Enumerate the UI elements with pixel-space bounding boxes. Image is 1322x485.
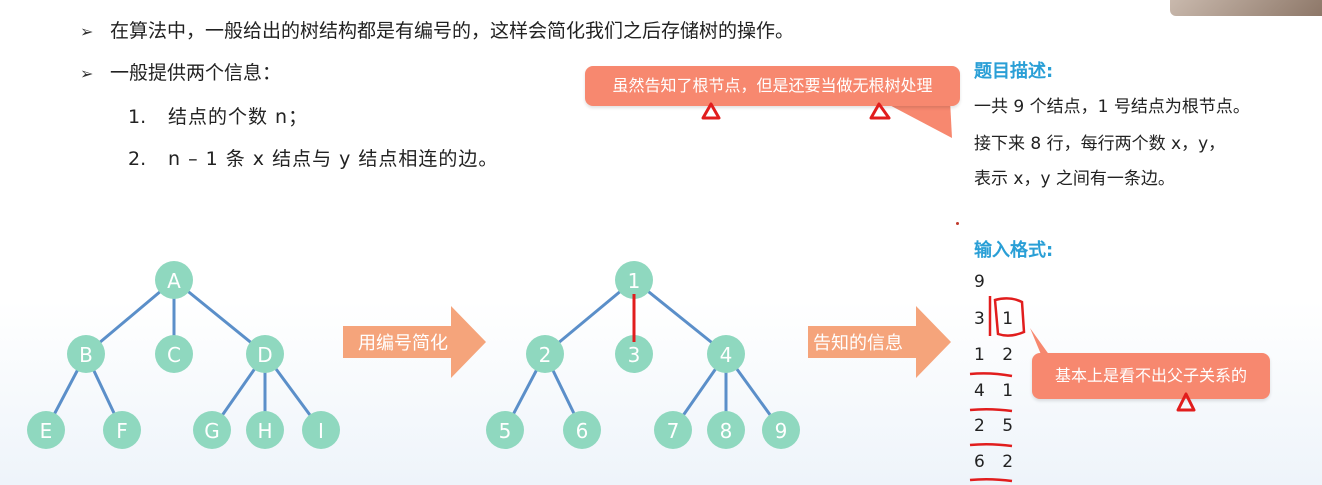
- top-callout-text: 虽然告知了根节点，但是还要当做无根树处理: [612, 76, 933, 95]
- tree-node: [27, 411, 65, 449]
- tree-node: [707, 335, 745, 373]
- tree-node-label: B: [79, 343, 93, 367]
- tree-node: [193, 411, 231, 449]
- tree-node-label: F: [116, 419, 128, 443]
- ink-marks-input: [969, 296, 1026, 483]
- number-tree: 1 2 3 4 5 6 7 8 9: [486, 261, 800, 449]
- tree-node: [762, 411, 800, 449]
- sub-item-number: 1.: [128, 106, 147, 128]
- input-line-6: 6 2: [974, 452, 1020, 472]
- tree-node-label: D: [257, 343, 272, 367]
- input-format-title: 输入格式:: [974, 240, 1054, 261]
- bullet-arrow-icon: ➢: [80, 64, 94, 83]
- tree-node-label: 9: [775, 419, 788, 443]
- bullet-arrow-icon: ➢: [80, 22, 94, 41]
- tree-node: [707, 411, 745, 449]
- tree-node: [246, 411, 284, 449]
- tree-node: [615, 335, 653, 373]
- problem-title: 题目描述:: [974, 61, 1054, 82]
- info-arrow: [808, 306, 951, 378]
- arrow-shape: [808, 306, 951, 378]
- tree-edge: [544, 278, 635, 356]
- tree-node-label: G: [204, 419, 220, 443]
- arrow-shape: [343, 306, 486, 378]
- tree-node-label: 7: [667, 419, 680, 443]
- tree-node: [246, 335, 284, 373]
- tree-node-label: C: [167, 343, 181, 367]
- ink-underline: [969, 477, 1013, 483]
- top-callout: 虽然告知了根节点，但是还要当做无根树处理: [585, 66, 960, 106]
- ink-triangle: [701, 102, 721, 120]
- tree-node-label: 2: [539, 343, 552, 367]
- right-callout-text: 基本上是看不出父子关系的: [1054, 366, 1247, 385]
- problem-line-3: 表示 x，y 之间有一条边。: [974, 169, 1175, 189]
- ink-marks-top: [701, 102, 891, 120]
- tree-node-label: 6: [576, 419, 589, 443]
- tree-node: [486, 411, 524, 449]
- info-arrow-label: 告知的信息: [813, 333, 903, 354]
- problem-line-1: 一共 9 个结点，1 号结点为根节点。: [974, 97, 1250, 117]
- tree-node-label: A: [167, 269, 181, 293]
- input-line-3: 1 2: [974, 345, 1020, 365]
- bullet-item-1: ➢ 在算法中，一般给出的树结构都是有编号的，这样会简化我们之后存储树的操作。: [80, 22, 794, 41]
- ink-triangle: [1176, 392, 1196, 412]
- ink-underline: [969, 372, 1013, 378]
- tree-node-label: 8: [720, 419, 733, 443]
- tree-node: [103, 411, 141, 449]
- webcam-preview: [1170, 0, 1322, 16]
- tree-node: [654, 411, 692, 449]
- bullet-item-2: ➢ 一般提供两个信息：: [80, 64, 281, 83]
- input-line-4: 4 1: [974, 381, 1020, 401]
- ink-underline: [969, 407, 1013, 413]
- ink-marks-right: [1176, 392, 1196, 412]
- bullet-text: 在算法中，一般给出的树结构都是有编号的，这样会简化我们之后存储树的操作。: [110, 20, 795, 42]
- tree-node: [155, 335, 193, 373]
- ink-underline: [969, 442, 1013, 448]
- problem-line-2: 接下来 8 行，每行两个数 x，y，: [974, 134, 1226, 154]
- tree-edge: [633, 278, 727, 356]
- sub-item-1: 1. 结点的个数 n；: [128, 102, 308, 129]
- sub-item-text: 结点的个数 n；: [168, 106, 309, 128]
- simplify-arrow: [343, 306, 486, 378]
- tree-node: [563, 411, 601, 449]
- ink-triangle: [869, 102, 891, 120]
- sub-item-text: n – 1 条 x 结点与 y 结点相连的边。: [168, 148, 499, 170]
- top-callout-tail: [880, 100, 952, 138]
- input-line-2: 3 1: [974, 309, 1020, 329]
- tree-node: [615, 261, 653, 299]
- tree-node-label: 3: [628, 343, 641, 367]
- tree-node-label: 1: [628, 269, 641, 293]
- letter-tree: A B C D E F G H I: [27, 261, 340, 449]
- bullet-text: 一般提供两个信息：: [110, 62, 282, 84]
- sub-item-2: 2. n – 1 条 x 结点与 y 结点相连的边。: [128, 144, 498, 171]
- ink-dot: [956, 222, 959, 225]
- ink-box: [993, 297, 1026, 337]
- tree-node: [155, 261, 193, 299]
- tree-node-label: 4: [720, 343, 733, 367]
- right-callout: 基本上是看不出父子关系的: [1032, 353, 1270, 399]
- tree-node-label: E: [40, 419, 53, 443]
- tree-node: [302, 411, 340, 449]
- simplify-arrow-label: 用编号简化: [358, 333, 448, 354]
- tree-node: [67, 335, 105, 373]
- tree-edge: [173, 278, 266, 356]
- input-line-1: 9: [974, 272, 991, 292]
- tree-node-label: 5: [499, 419, 512, 443]
- tree-node-label: I: [318, 419, 324, 443]
- tree-node: [526, 335, 564, 373]
- sub-item-number: 2.: [128, 148, 147, 170]
- input-line-5: 2 5: [974, 416, 1020, 436]
- tree-node-label: H: [257, 419, 272, 443]
- callout-tail-shape: [880, 100, 952, 138]
- tree-edge: [85, 278, 175, 356]
